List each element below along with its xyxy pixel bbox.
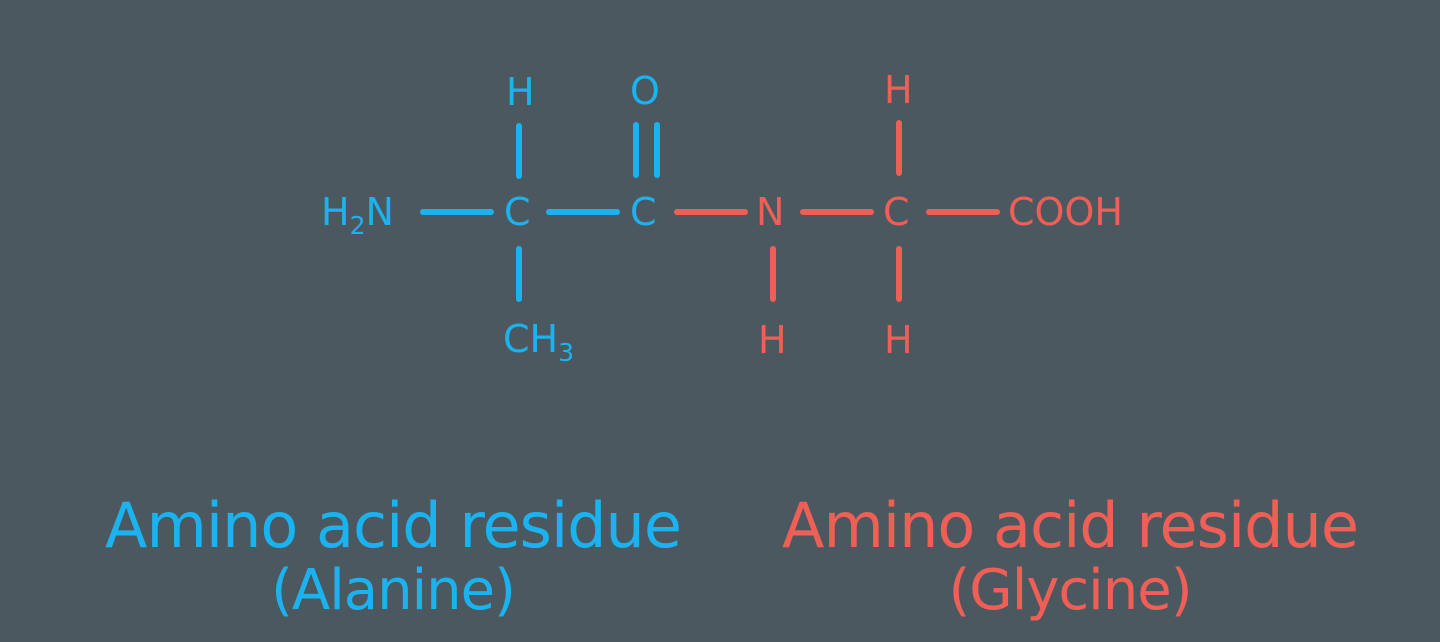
amine-group-label: H2N: [321, 190, 394, 238]
alanine-caption-name: (Alanine): [271, 558, 516, 623]
glycine-caption: Amino acid residue (Glycine): [765, 495, 1375, 619]
amine-group-subscript: 2: [349, 211, 366, 240]
alanine-alpha-hydrogen: H: [506, 70, 535, 114]
alanine-caption: Amino acid residue (Alanine): [88, 495, 698, 619]
side-chain-main: CH: [503, 317, 559, 361]
amine-group-hydrogen: H: [321, 190, 350, 234]
bond-alpha-carbon-to-hydrogen-bottom: [896, 246, 902, 302]
bond-alpha-carbon-to-side-chain: [516, 246, 522, 302]
side-chain-subscript: 3: [558, 338, 575, 367]
bond-nitrogen-to-hydrogen: [770, 246, 776, 302]
carbonyl-carbon: C: [630, 190, 657, 234]
glycine-alpha-hydrogen-bottom: H: [884, 318, 913, 362]
glycine-caption-name: (Glycine): [948, 558, 1192, 623]
bond-nitrogen-to-alpha-carbon: [800, 209, 874, 215]
amide-nitrogen: N: [756, 190, 785, 234]
peptide-bond: [674, 209, 748, 215]
carboxyl-group: COOH: [1008, 190, 1123, 234]
alanine-side-chain: CH3: [503, 317, 574, 365]
amide-hydrogen: H: [758, 318, 787, 362]
bond-alpha-carbon-to-hydrogen: [516, 123, 522, 179]
bond-alpha-carbon-to-carbonyl: [546, 209, 620, 215]
carbonyl-oxygen: O: [630, 69, 660, 113]
double-bond-line-2: [654, 122, 660, 178]
amine-group-nitrogen: N: [365, 190, 394, 234]
glycine-caption-title: Amino acid residue: [782, 489, 1359, 562]
glycine-alpha-carbon: C: [883, 190, 910, 234]
alanine-caption-title: Amino acid residue: [105, 489, 682, 562]
alanine-alpha-carbon: C: [504, 190, 531, 234]
bond-alpha-carbon-to-hydrogen-top: [896, 120, 902, 176]
glycine-alpha-hydrogen-top: H: [884, 68, 913, 112]
bond-alpha-carbon-to-carboxyl: [926, 209, 1000, 215]
double-bond-line-1: [633, 122, 639, 178]
bond-n-to-alpha-carbon: [420, 209, 494, 215]
